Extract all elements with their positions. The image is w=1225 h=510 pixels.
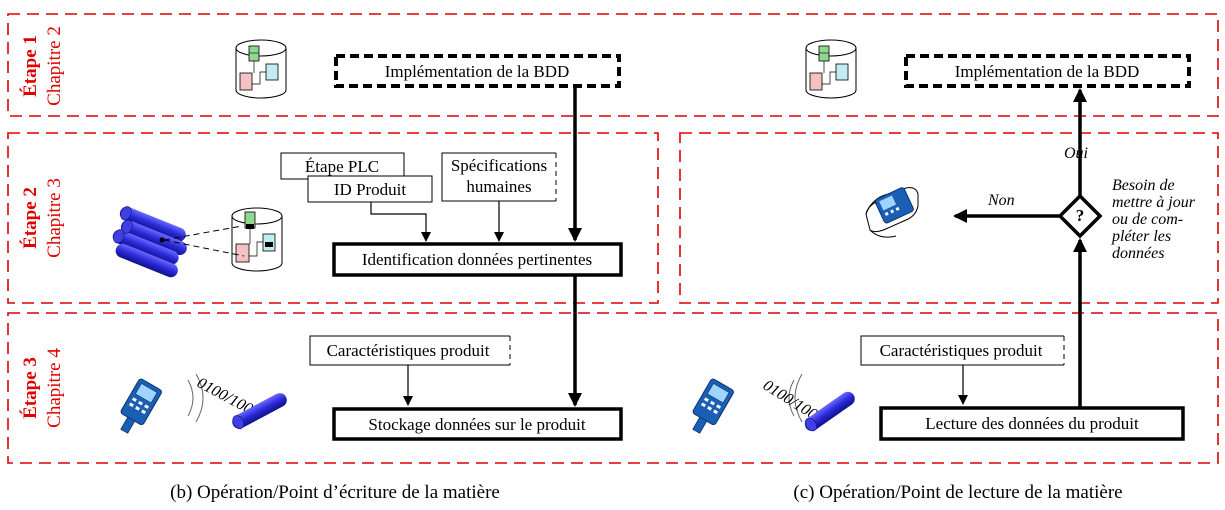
caracteristiques-label-right: Caractéristiques produit: [880, 341, 1043, 360]
caracteristiques-box-left: [310, 336, 510, 365]
database-icon: [235, 39, 287, 99]
pipe-icon-right: [804, 391, 855, 432]
scanner-icon-left: [120, 378, 162, 434]
caracteristiques-label-left: Caractéristiques produit: [327, 341, 490, 360]
database-icon-right: [805, 39, 857, 99]
specs-label-2: humaines: [466, 177, 531, 196]
pipes-icon: [112, 206, 187, 278]
identification-box: [332, 242, 623, 277]
stage-1-frame: [7, 13, 1219, 117]
etape-plc-label: Étape PLC: [305, 157, 379, 176]
id-produit-box: [307, 175, 433, 203]
impl-bdd-box-left: [334, 54, 621, 88]
decision-question-2: mettre à jour: [1112, 194, 1196, 211]
signal-arc-right-2: [794, 373, 803, 423]
stockage-label: Stockage données sur le produit: [368, 415, 585, 434]
caracteristiques-box-left-solid: [309, 335, 510, 366]
scanner-icon-right: [692, 378, 734, 434]
stage-2-label: Étape 2: [19, 187, 41, 249]
etape-plc-box: [280, 152, 405, 180]
stage-2-frame-right: [679, 132, 1219, 304]
lecture-label: Lecture des données du produit: [925, 414, 1139, 433]
non-label: Non: [987, 192, 1015, 209]
pipe-icon-left: [232, 393, 287, 430]
decision-question-5: données: [1112, 245, 1164, 262]
decision-symbol: ?: [1076, 206, 1085, 225]
decision-question-4: pléter les: [1111, 228, 1171, 245]
zoom-line-bottom: [163, 239, 245, 257]
impl-bdd-label-right: Implémentation de la BDD: [955, 62, 1140, 81]
specs-box: [442, 153, 556, 201]
database-detail-icon: [231, 207, 283, 272]
caption-right: (c) Opération/Point de lecture de la mat…: [793, 482, 1122, 503]
signal-arc-2: [195, 373, 204, 423]
caracteristiques-box-right: [861, 336, 1064, 365]
specs-label-1: Spécifications: [451, 156, 547, 175]
stage-3-frame: [7, 312, 1219, 464]
identification-label: Identification données pertinentes: [362, 250, 592, 269]
decision-diamond: [1057, 193, 1103, 239]
stage-3-label: Étape 3: [19, 357, 41, 419]
hand-device-icon: [865, 187, 919, 238]
signal-arc-right-1: [788, 379, 795, 417]
decision-question-1: Besoin de: [1112, 177, 1175, 194]
lecture-box: [879, 406, 1185, 441]
decision-question-3: ou de com-: [1112, 211, 1183, 228]
impl-bdd-label-left: Implémentation de la BDD: [385, 62, 570, 81]
stage-1-chapter: Chapitre 2: [44, 26, 65, 106]
stage-3-chapter: Chapitre 4: [44, 348, 65, 428]
caption-left: (b) Opération/Point d’écriture de la mat…: [170, 482, 500, 503]
stage-2-chapter: Chapitre 3: [44, 178, 65, 258]
oui-label: Oui: [1064, 145, 1088, 162]
id-produit-label: ID Produit: [334, 180, 407, 199]
zoom-line-top: [163, 225, 243, 241]
stage-1-label: Étape 1: [19, 35, 41, 97]
stage-2-frame-left: [7, 132, 659, 304]
arrow-idproduit-to-identification: [370, 202, 431, 242]
signal-arc-1: [187, 379, 194, 417]
stockage-box: [332, 407, 623, 441]
impl-bdd-box-right: [904, 54, 1191, 88]
